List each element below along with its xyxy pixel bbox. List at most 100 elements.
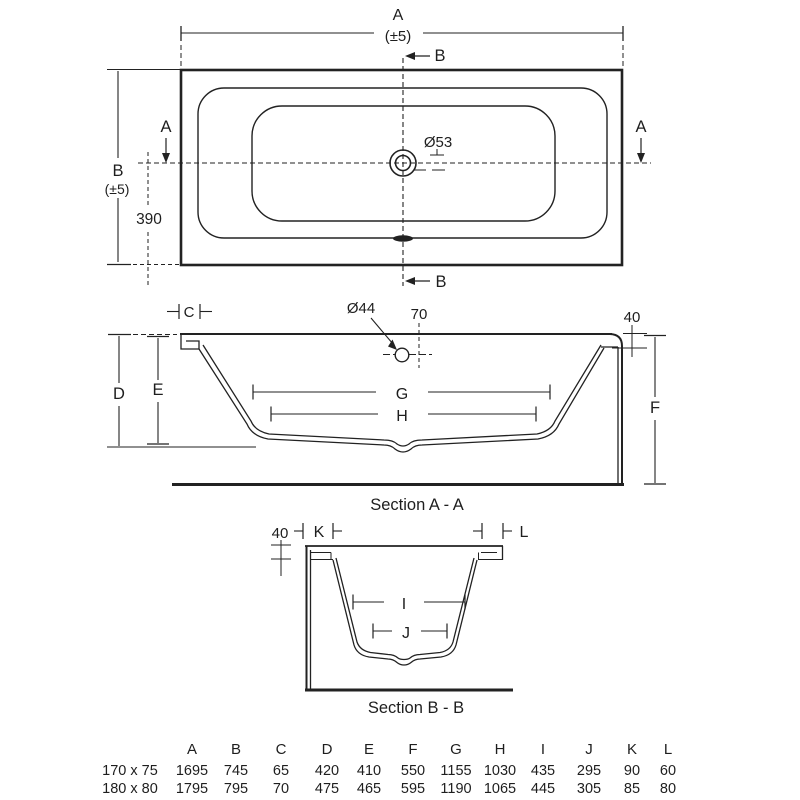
dim-k: K	[294, 523, 342, 541]
table-header: H	[495, 741, 506, 758]
dim-c: C	[167, 304, 212, 321]
table-row-size: 170 x 75	[102, 763, 158, 779]
table-cell: 1190	[440, 781, 471, 797]
table-cell: 60	[660, 763, 676, 779]
label-section-a-right: A	[635, 118, 646, 136]
dim-j: J	[372, 623, 448, 642]
table-cell: 1155	[440, 763, 471, 779]
tub-wall-outer-bb	[332, 559, 478, 666]
section-bb-title: Section B - B	[368, 699, 464, 717]
table-header: B	[231, 741, 241, 758]
dim-40-aa: 40	[612, 309, 647, 357]
dim-overflow-diameter: Ø44	[347, 300, 410, 363]
table-header: E	[364, 741, 374, 758]
table-cell: 65	[273, 763, 289, 779]
leader-arrow-icon	[388, 339, 397, 350]
label-dim-c: C	[184, 304, 195, 321]
left-rim-lip	[180, 334, 200, 350]
dim-f: F	[644, 334, 666, 485]
tub-outer-edge	[179, 68, 624, 267]
table-cell: 305	[577, 781, 601, 797]
dim-70: 70	[383, 306, 432, 368]
label-dim-h: H	[396, 408, 408, 425]
label-overflow-diameter: Ø44	[347, 300, 375, 317]
label-dim-f: F	[650, 399, 660, 417]
label-section-a-left: A	[160, 118, 171, 136]
label-dim-70: 70	[411, 306, 428, 323]
section-marker-b-bottom: B	[405, 273, 447, 291]
dimensions-table: A B C D E F G H I J K L 170 x 75 1695 74…	[102, 741, 676, 797]
plan-view: A (±5) B (±5) 390 Ø53 A	[105, 7, 651, 291]
table-cell: 90	[624, 763, 640, 779]
section-aa-view: C Ø44 70 40	[107, 300, 666, 514]
label-dim-e: E	[152, 381, 163, 399]
table-cell: 1065	[484, 781, 516, 797]
table-header: F	[408, 741, 417, 758]
section-marker-b-top: B	[405, 47, 446, 65]
label-dim-40-bb: 40	[272, 525, 289, 542]
label-dim-a-tolerance: (±5)	[385, 28, 412, 45]
table-header: G	[450, 741, 462, 758]
tub-wall-outer	[198, 347, 605, 453]
label-drain-diameter: Ø53	[424, 134, 452, 151]
label-dim-g: G	[396, 386, 408, 403]
table-cell: 795	[224, 781, 248, 797]
table-header: J	[585, 741, 593, 758]
table-cell: 435	[531, 763, 555, 779]
section-aa-title: Section A - A	[370, 496, 464, 514]
table-cell: 420	[315, 763, 339, 779]
table-row: 180 x 80 1795 795 70 475 465 595 1190 10…	[102, 781, 676, 797]
overflow-hole-icon	[394, 347, 410, 363]
dim-drain-diameter: Ø53	[414, 134, 452, 171]
label-section-b-top: B	[434, 47, 445, 65]
dim-40-bb: 40	[271, 525, 291, 576]
dim-e: E	[147, 335, 169, 445]
dim-i: I	[352, 594, 466, 613]
table-cell: 1795	[176, 781, 208, 797]
dim-b-left: B (±5)	[105, 69, 180, 266]
table-cell: 1030	[484, 763, 516, 779]
table-header: I	[541, 741, 545, 758]
label-dim-l: L	[520, 524, 529, 541]
table-cell: 445	[531, 781, 555, 797]
arrow-down-icon	[162, 153, 170, 163]
arrow-left-icon	[405, 52, 415, 60]
drain-outer-circle-icon	[389, 149, 417, 177]
overflow-slot-icon	[393, 235, 413, 242]
table-header: L	[664, 741, 672, 758]
table-header: C	[276, 741, 287, 758]
tub-wall-inner-bb	[335, 557, 475, 661]
table-cell: 410	[357, 763, 381, 779]
table-header: A	[187, 741, 197, 758]
dim-l: L	[473, 523, 529, 541]
dim-a-top: A (±5)	[180, 7, 624, 66]
table-cell: 465	[357, 781, 381, 797]
table-header: D	[322, 741, 333, 758]
arrow-left-icon	[405, 277, 415, 285]
table-row-size: 180 x 80	[102, 781, 158, 797]
table-cell: 295	[577, 763, 601, 779]
drain-inner-circle-icon	[394, 154, 412, 172]
label-section-b-bottom: B	[435, 273, 446, 291]
table-cell: 595	[401, 781, 425, 797]
label-dim-b: B	[112, 162, 123, 180]
right-apron-outer	[609, 333, 623, 484]
tub-wall-inner	[202, 344, 602, 447]
table-header: K	[627, 741, 637, 758]
table-cell: 475	[315, 781, 339, 797]
table-cell: 745	[224, 763, 248, 779]
section-marker-a-left: A	[160, 118, 172, 163]
label-dim-390: 390	[136, 211, 162, 228]
dim-390: 390	[136, 152, 162, 286]
table-cell: 70	[273, 781, 289, 797]
table-cell: 550	[401, 763, 425, 779]
table-header-row: A B C D E F G H I J K L	[187, 741, 672, 758]
arrow-down-icon	[637, 153, 645, 163]
label-dim-b-tolerance: (±5)	[105, 181, 130, 197]
table-row: 170 x 75 1695 745 65 420 410 550 1155 10…	[102, 763, 676, 779]
section-marker-a-right: A	[635, 118, 647, 163]
table-cell: 80	[660, 781, 676, 797]
dim-g: G	[252, 384, 551, 403]
label-dim-d: D	[113, 385, 125, 403]
